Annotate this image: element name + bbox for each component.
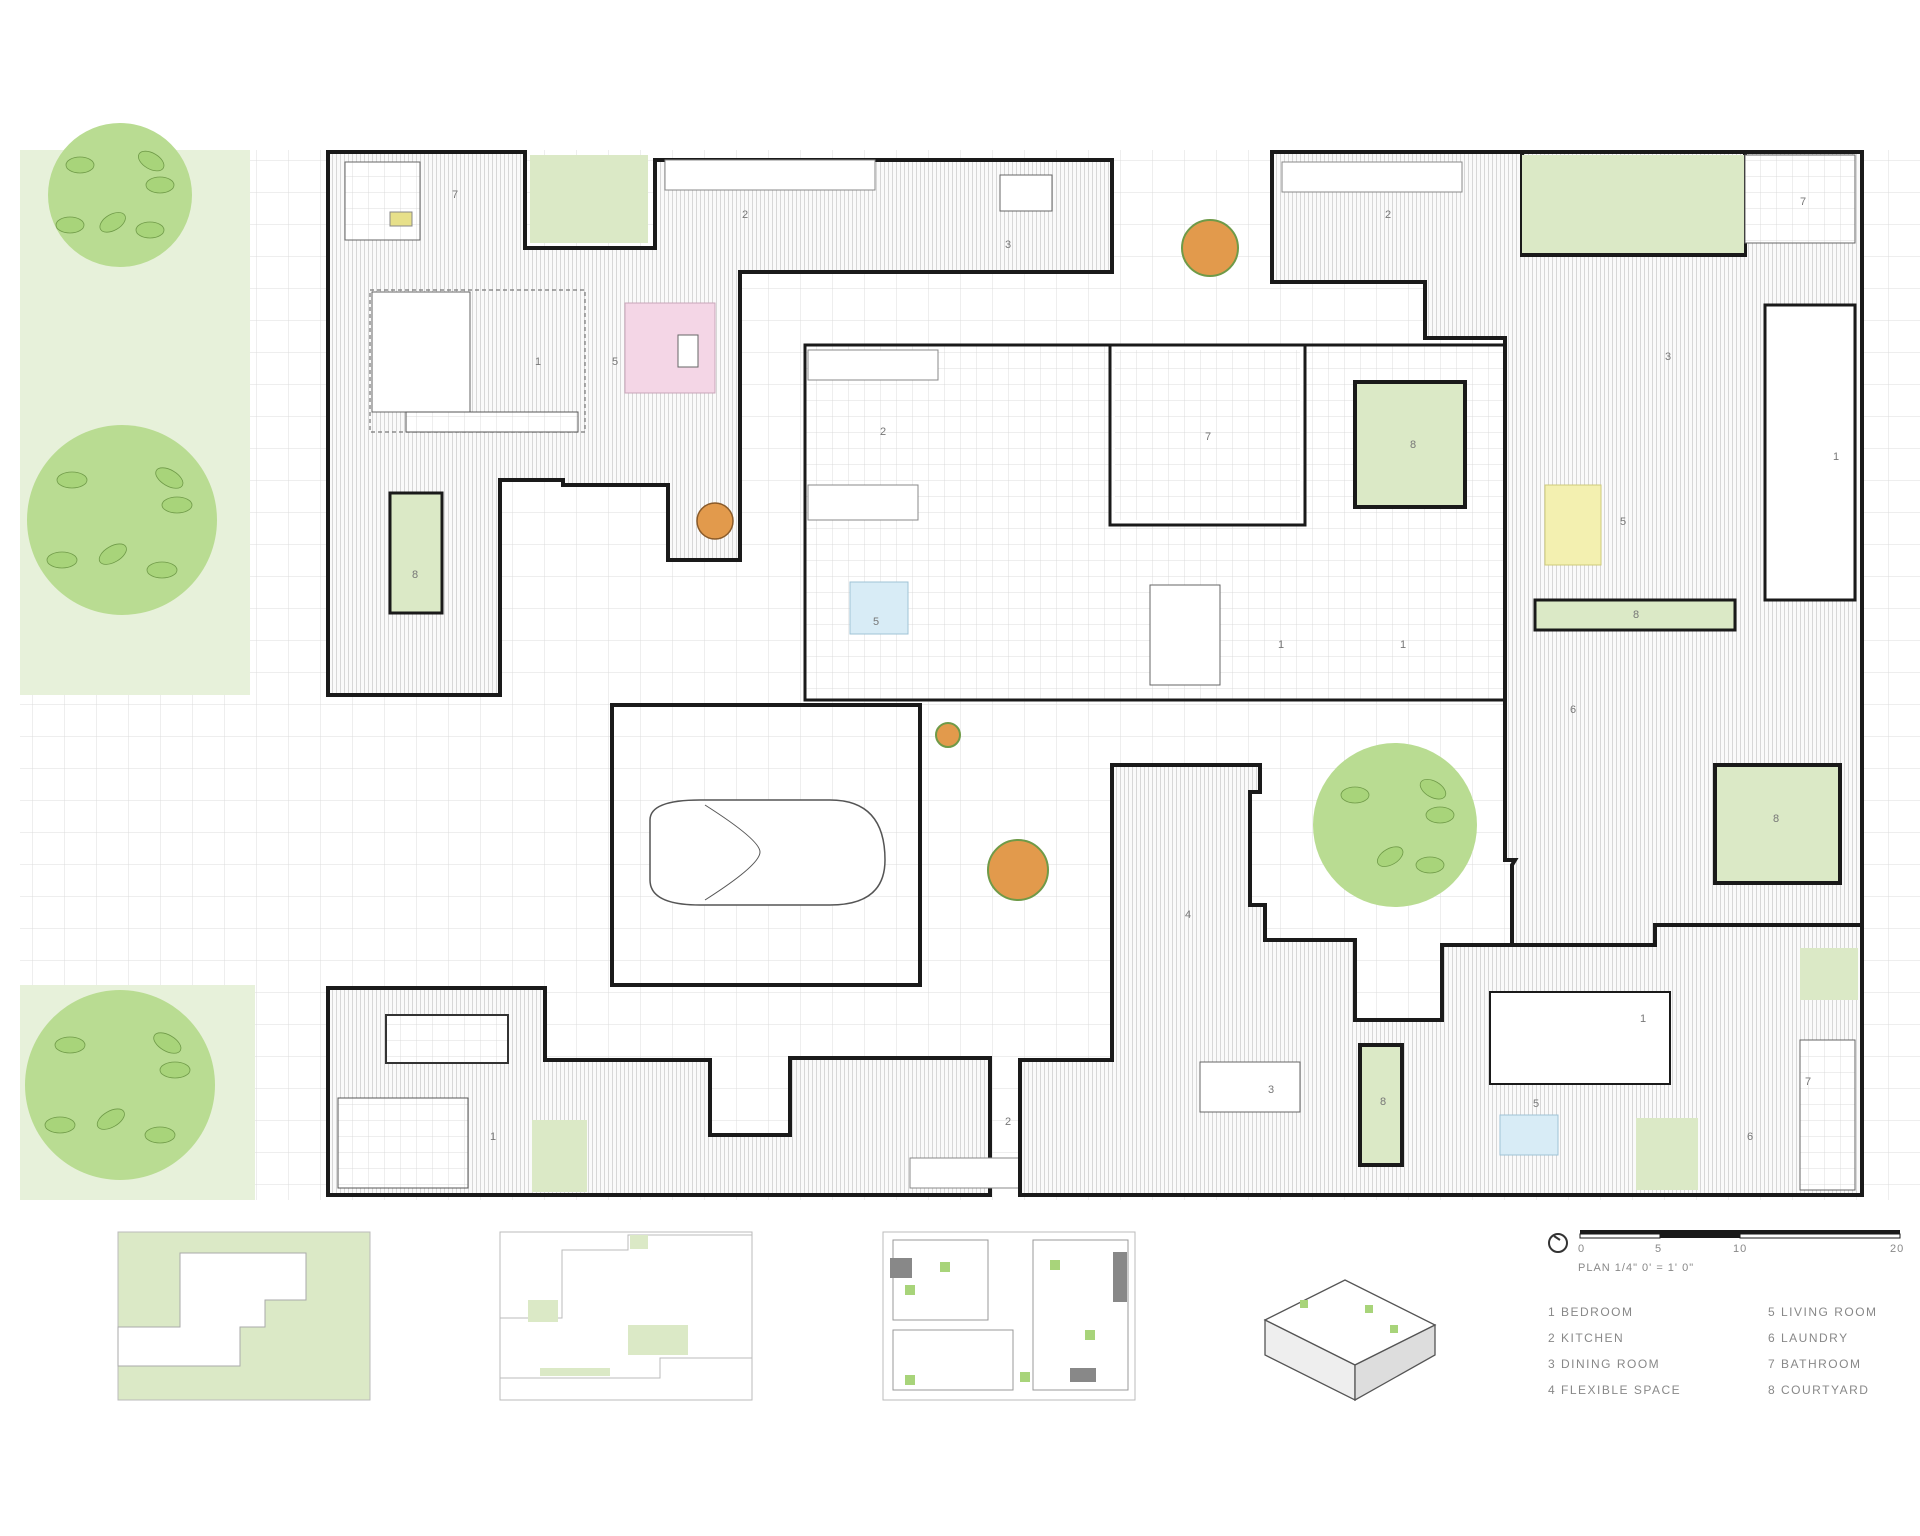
rug-blue: [849, 581, 909, 635]
courtyard-c1: [1522, 155, 1744, 253]
legend-item-bathroom: 7 BATHROOM: [1768, 1357, 1861, 1371]
courtyard-b: [1353, 380, 1467, 509]
room-label-courtyard-a: 8: [412, 569, 419, 581]
tree-courtyard: [1313, 743, 1477, 907]
diagram-figure-ground: [117, 1231, 371, 1401]
legend-item-living: 5 LIVING ROOM: [1768, 1305, 1878, 1319]
courtyard-c2: [1533, 598, 1737, 632]
scale-tick-0: 0: [1578, 1243, 1585, 1255]
potted-plants: [935, 219, 1239, 901]
room-label-living-c: 5: [1620, 516, 1627, 528]
room-label-bed-c: 1: [1833, 451, 1840, 463]
room-label-bath-c: 7: [1800, 196, 1807, 208]
room-label-laundry-e: 6: [1747, 1131, 1754, 1143]
legend-item-bedroom: 1 BEDROOM: [1548, 1305, 1634, 1319]
tree-mid-left: [27, 425, 217, 615]
room-label-bath-a: 7: [452, 189, 459, 201]
room-label-bed-b1: 1: [1278, 639, 1285, 651]
room-label-kitchen-b: 2: [880, 426, 887, 438]
tree-group: [25, 123, 1477, 1180]
room-label-kitchen-d: 2: [1005, 1116, 1012, 1128]
courtyard-a2: [388, 491, 444, 615]
rug-pink: [624, 302, 716, 394]
unit-b: [803, 343, 1507, 702]
room-label-bath-b: 7: [1205, 431, 1212, 443]
unit-c: [1270, 150, 1864, 952]
scale-tick-20: 20: [1890, 1243, 1904, 1255]
room-label-dining-a: 3: [1005, 239, 1012, 251]
room-label-living-e: 5: [1533, 1098, 1540, 1110]
courtyard-a1: [530, 155, 648, 243]
courtyard-e1: [1358, 1043, 1404, 1167]
room-label-courtyard-c1: 8: [1633, 609, 1640, 621]
room-label-bath-e: 7: [1805, 1076, 1812, 1088]
room-label-living-a: 5: [612, 356, 619, 368]
legend-item-kitchen: 2 KITCHEN: [1548, 1331, 1624, 1345]
room-label-bed-b2: 1: [1400, 639, 1407, 651]
room-label-courtyard-c2: 8: [1773, 813, 1780, 825]
rug-yellow: [1544, 484, 1602, 566]
scale-tick-10: 10: [1733, 1243, 1747, 1255]
diagram-units: [882, 1231, 1136, 1401]
scale-tick-5: 5: [1655, 1243, 1662, 1255]
tree-top-left: [48, 123, 192, 267]
room-label-bed-d: 1: [490, 1131, 497, 1143]
room-label-courtyard-b: 8: [1410, 439, 1417, 451]
scale-bar: [1548, 1230, 1901, 1253]
unit-d: [326, 986, 1121, 1197]
room-label-kitchen-a: 2: [742, 209, 749, 221]
legend-item-laundry: 6 LAUNDRY: [1768, 1331, 1849, 1345]
room-label-laundry-c: 6: [1570, 704, 1577, 716]
room-label-dining-c: 3: [1665, 351, 1672, 363]
diagram-axonometric: [1263, 1279, 1437, 1402]
garage: [610, 703, 922, 987]
room-label-kitchen-c: 2: [1385, 209, 1392, 221]
legend-item-dining: 3 DINING ROOM: [1548, 1357, 1660, 1371]
room-label-living-b: 5: [873, 616, 880, 628]
legend-item-courtyard: 8 COURTYARD: [1768, 1383, 1869, 1397]
courtyard-d: [532, 1120, 587, 1192]
courtyard-e2: [1636, 1118, 1698, 1190]
diagram-courtyards: [499, 1231, 753, 1401]
room-label-dining-e: 3: [1268, 1084, 1275, 1096]
room-label-bed-e: 1: [1640, 1013, 1647, 1025]
tree-bottom-left: [25, 990, 215, 1180]
scale-title: PLAN 1/4" 0' = 1' 0": [1578, 1262, 1694, 1274]
unit-a: [326, 150, 1114, 697]
room-label-flex-e: 4: [1185, 909, 1192, 921]
car-outline: [649, 799, 886, 906]
courtyard-c3: [1713, 763, 1842, 885]
unit-e: [1018, 763, 1864, 1197]
room-label-bedroom-a: 1: [535, 356, 542, 368]
legend-item-flex: 4 FLEXIBLE SPACE: [1548, 1383, 1681, 1397]
courtyard-e3: [1800, 948, 1858, 1000]
room-label-courtyard-e: 8: [1380, 1096, 1387, 1108]
